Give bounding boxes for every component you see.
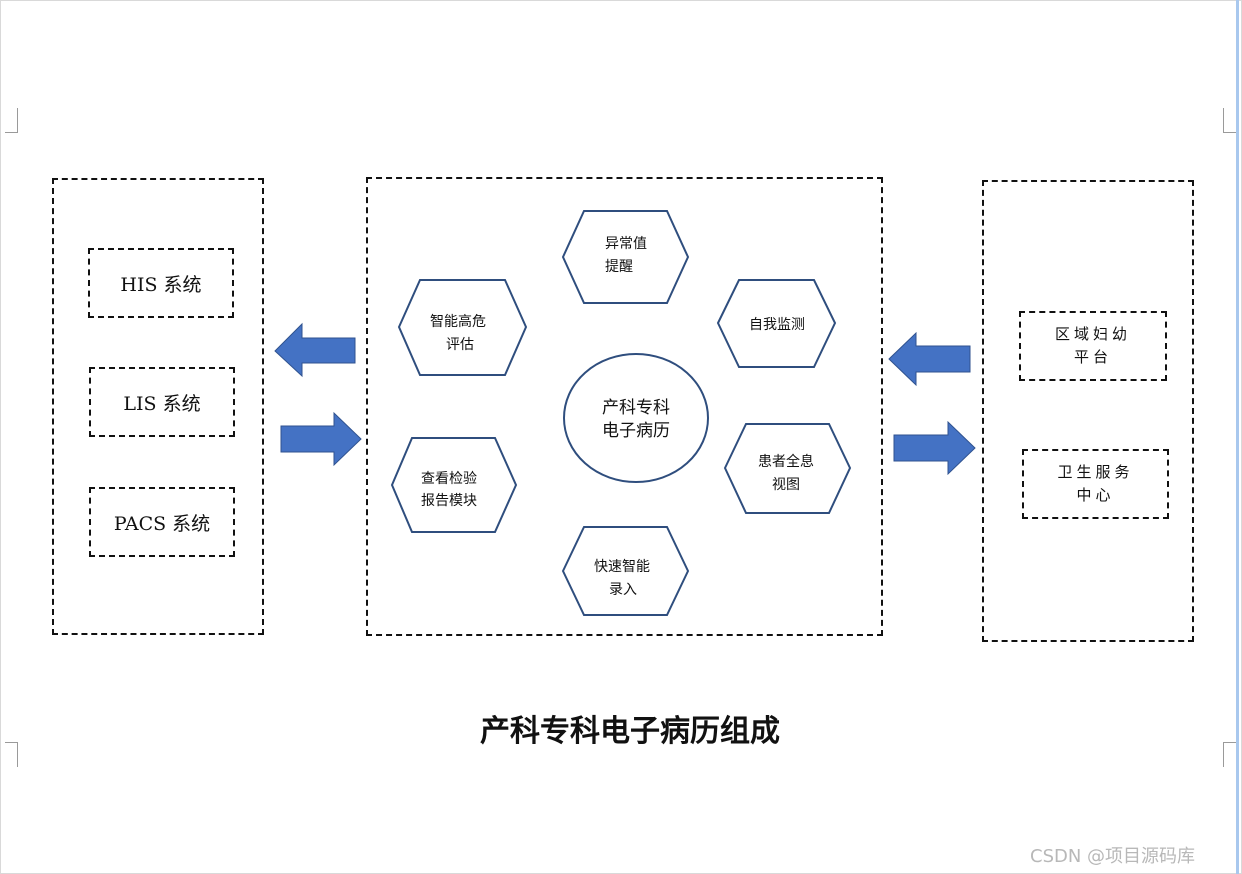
his-system-label: HIS 系统 <box>120 273 202 296</box>
circle-label-line1: 产科专科 <box>602 398 670 418</box>
health-service-center-box: 卫生服务 中心 <box>1022 449 1169 519</box>
regional-platform-line2: 平台 <box>1073 348 1112 366</box>
quick-entry-line1: 快速智能 <box>594 559 650 575</box>
circle-label-line2: 电子病历 <box>602 421 670 441</box>
hexagon-lab-report <box>390 437 518 533</box>
lab-report-line2: 报告模块 <box>421 493 477 509</box>
self-monitoring-label: 自我监测 <box>749 317 805 333</box>
abnormal-value-line1: 异常值 <box>605 236 647 252</box>
hexagon-patient-holographic-view <box>723 423 852 514</box>
arrow-left-to-center <box>888 331 971 387</box>
center-emr-group <box>366 177 883 636</box>
left-systems-group <box>52 178 264 635</box>
csdn-watermark: CSDN @项目源码库 <box>1030 846 1196 867</box>
right-platforms-group <box>982 180 1194 642</box>
health-center-line2: 中心 <box>1076 486 1115 504</box>
patient-view-line1: 患者全息 <box>758 453 814 470</box>
pacs-system-box: PACS 系统 <box>89 487 235 557</box>
lis-system-label: LIS 系统 <box>123 392 201 415</box>
abnormal-value-line2: 提醒 <box>605 259 633 275</box>
risk-assessment-line1: 智能高危 <box>430 313 486 330</box>
margin-corner-top-right <box>1223 108 1236 133</box>
patient-view-line2: 视图 <box>772 477 800 493</box>
margin-corner-bottom-left <box>5 742 18 767</box>
lis-system-box: LIS 系统 <box>89 367 235 437</box>
hexagon-self-monitoring <box>716 279 837 368</box>
regional-maternal-platform-box: 区域妇幼 平台 <box>1019 311 1167 381</box>
his-system-box: HIS 系统 <box>88 248 234 318</box>
hexagon-risk-assessment <box>397 279 528 376</box>
health-center-line1: 卫生服务 <box>1057 463 1134 481</box>
pacs-system-label: PACS 系统 <box>113 512 211 535</box>
hexagon-quick-entry <box>561 526 690 616</box>
arrow-left-to-systems <box>274 322 356 378</box>
hexagon-abnormal-value <box>561 210 690 304</box>
page-edge <box>1236 0 1239 874</box>
risk-assessment-line2: 评估 <box>446 337 474 353</box>
central-circle <box>563 353 709 483</box>
margin-corner-bottom-right <box>1223 742 1236 767</box>
arrow-right-to-center <box>280 411 362 467</box>
lab-report-line1: 查看检验 <box>421 471 477 487</box>
margin-corner-top-left <box>5 108 18 133</box>
quick-entry-line2: 录入 <box>609 582 637 598</box>
diagram-caption: 产科专科电子病历组成 <box>480 714 780 749</box>
arrow-right-to-platforms <box>893 420 976 476</box>
regional-platform-line1: 区域妇幼 <box>1054 325 1131 343</box>
